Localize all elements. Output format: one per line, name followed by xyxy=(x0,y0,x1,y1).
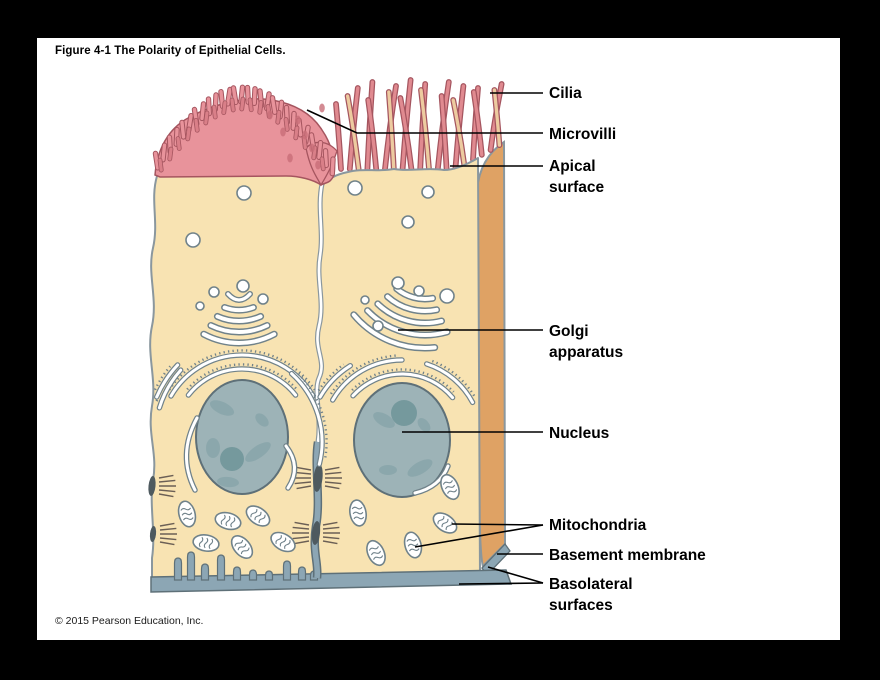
copyright-notice: © 2015 Pearson Education, Inc. xyxy=(55,615,204,627)
label-golgi-2: apparatus xyxy=(549,344,623,361)
golgi-apparatus-left xyxy=(200,291,278,347)
rough-endoplasmic-reticulum xyxy=(153,349,476,467)
label-mitochondria: Mitochondria xyxy=(549,517,647,534)
basolateral-pointer-2 xyxy=(458,582,544,585)
cilia xyxy=(333,77,505,172)
nucleolus-left xyxy=(220,447,244,471)
lateral-side-face xyxy=(475,140,507,568)
label-basolateral-2: surfaces xyxy=(549,597,613,614)
label-microvilli: Microvilli xyxy=(549,126,616,143)
golgi-apparatus-right xyxy=(350,285,451,352)
label-cilia: Cilia xyxy=(549,85,582,102)
label-nucleus: Nucleus xyxy=(549,425,609,442)
cell-block xyxy=(148,77,513,593)
nucleus-left xyxy=(195,379,289,495)
basolateral-pointer-1 xyxy=(487,566,544,584)
microvilli-brush-border xyxy=(152,84,338,187)
mitochondria-pointer-1 xyxy=(451,523,544,526)
mitochondria-group xyxy=(177,473,460,567)
label-golgi-1: Golgi xyxy=(549,323,589,340)
leader-lines xyxy=(306,92,544,585)
figure-title: Figure 4-1 The Polarity of Epithelial Ce… xyxy=(55,45,286,57)
label-basement-membrane: Basement membrane xyxy=(549,547,706,564)
smooth-endoplasmic-reticulum xyxy=(183,415,451,496)
label-apical-surface-1: Apical xyxy=(549,158,596,175)
mitochondria-pointer-2 xyxy=(414,524,544,548)
structure-labels: Cilia Microvilli Apical surface Golgi ap… xyxy=(549,85,706,614)
basal-infoldings xyxy=(173,551,319,581)
intercellular-junction xyxy=(148,183,342,579)
label-basolateral-1: Basolateral xyxy=(549,576,633,593)
label-apical-surface-2: surface xyxy=(549,179,605,196)
vesicles xyxy=(185,180,455,332)
desmosome-junctions xyxy=(148,464,342,546)
nucleolus-right xyxy=(391,400,417,426)
microvilli-pointer xyxy=(306,109,543,134)
nucleus-right xyxy=(353,382,451,498)
